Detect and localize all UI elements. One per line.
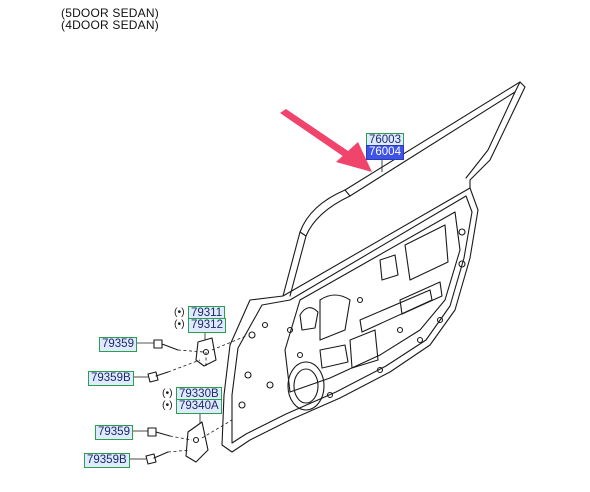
- callout-79340a[interactable]: 79340A: [176, 399, 222, 414]
- option-mark-79330b: (•): [162, 387, 173, 399]
- callout-79359b-lower[interactable]: 79359B: [84, 453, 130, 468]
- callout-79311[interactable]: 79311: [188, 306, 226, 321]
- option-mark-79312: (•): [174, 318, 185, 330]
- window-frame-inner: [289, 91, 516, 297]
- callout-76003[interactable]: 76003: [366, 133, 404, 148]
- callout-79359b-upper[interactable]: 79359B: [88, 371, 134, 386]
- option-mark-79340a: (•): [162, 399, 173, 411]
- option-mark-79311: (•): [174, 306, 185, 318]
- bolt-upper: [153, 339, 179, 351]
- bolt-lower-b: [145, 451, 169, 465]
- door-body-outline: [221, 187, 479, 453]
- variant-label-5door: (5DOOR SEDAN): [61, 6, 159, 20]
- bolt-upper-b: [147, 371, 169, 383]
- upper-hinge: [195, 337, 217, 367]
- callout-79359-lower[interactable]: 79359: [95, 425, 133, 440]
- bolt-lower: [147, 427, 171, 437]
- speaker-opening: [287, 361, 325, 411]
- callout-79312[interactable]: 79312: [188, 318, 226, 333]
- callout-79359-upper[interactable]: 79359: [99, 337, 137, 352]
- callout-76004[interactable]: 76004: [366, 145, 404, 160]
- window-frame-outer: [282, 81, 526, 297]
- variant-label-4door: (4DOOR SEDAN): [61, 18, 159, 32]
- pointer-arrow: [280, 109, 372, 172]
